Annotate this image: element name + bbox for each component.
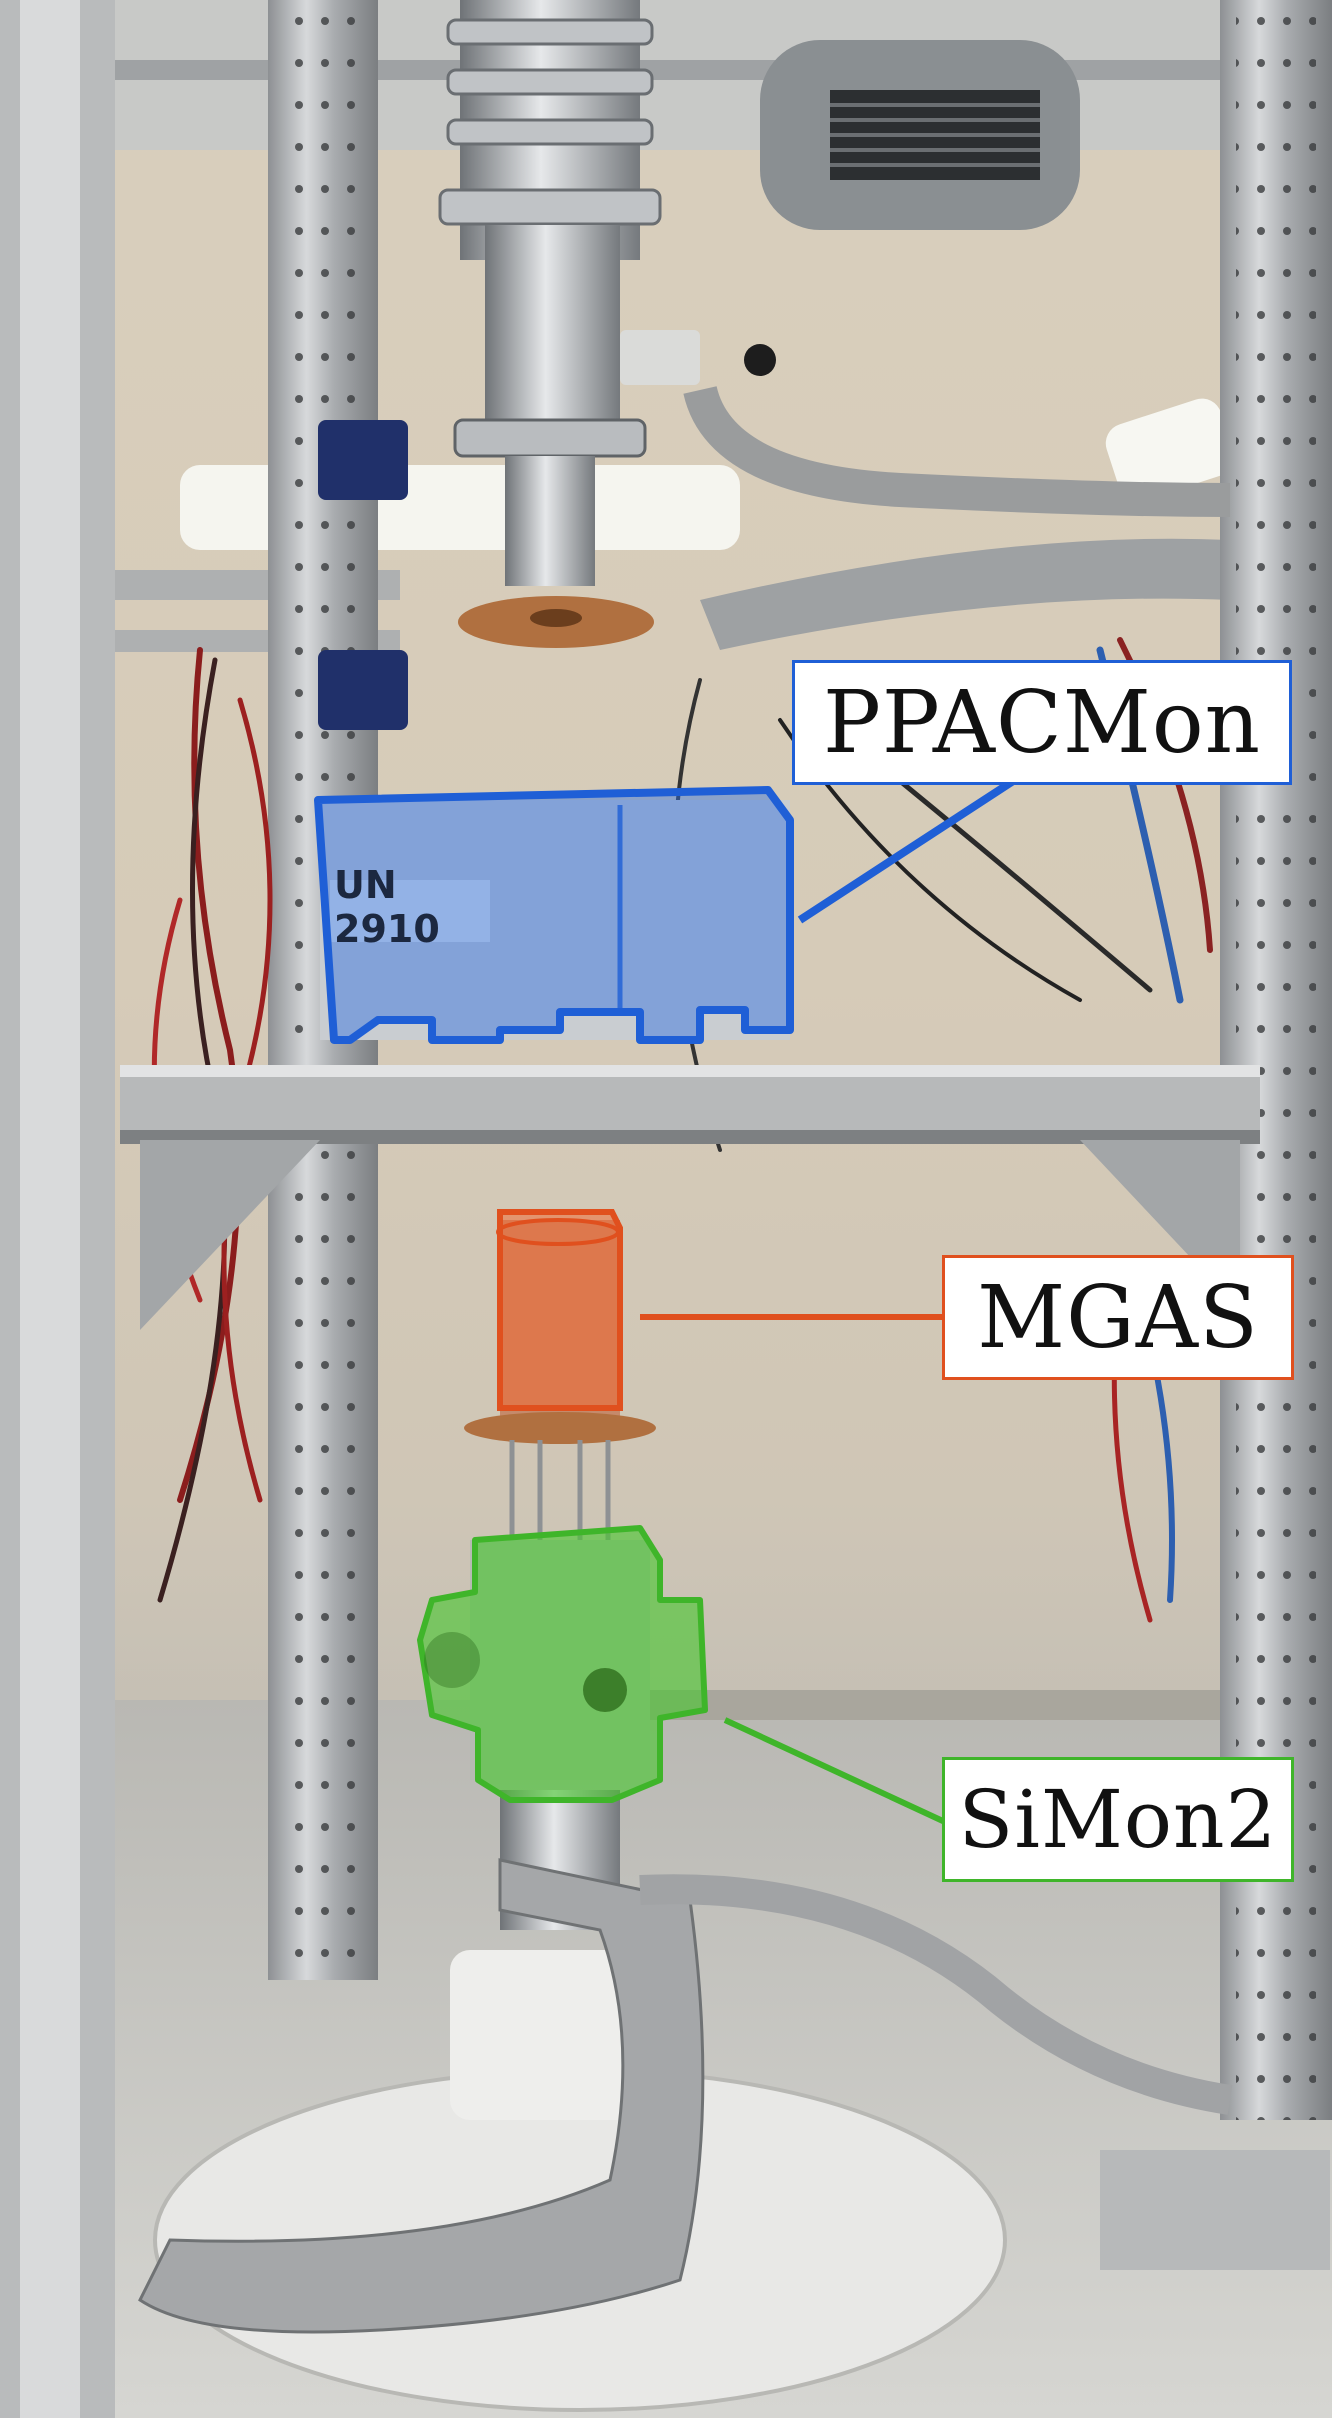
- simon2-label: SiMon2: [942, 1757, 1294, 1882]
- baseboard: [620, 1690, 1220, 1720]
- simon2-overlay: [417, 1525, 708, 1803]
- connector-box: [318, 420, 408, 500]
- light-fixture: [180, 465, 740, 550]
- floor-hose: [639, 1874, 1233, 2115]
- cable-tray: [700, 538, 1230, 650]
- simon2-leader-line: [723, 1717, 947, 1825]
- chamber-marking: UN 2910: [334, 863, 440, 951]
- ppacmon-leader-line: [797, 766, 1033, 924]
- ppacmon-label: PPACMon: [792, 660, 1292, 785]
- shielding-sheet: [138, 1858, 705, 2334]
- mgas-label: MGAS: [942, 1255, 1294, 1380]
- gauge: [620, 330, 700, 385]
- mgas-overlay: [497, 1209, 623, 1411]
- flex-hose: [683, 385, 1231, 517]
- ppacmon-overlay: [314, 786, 794, 1044]
